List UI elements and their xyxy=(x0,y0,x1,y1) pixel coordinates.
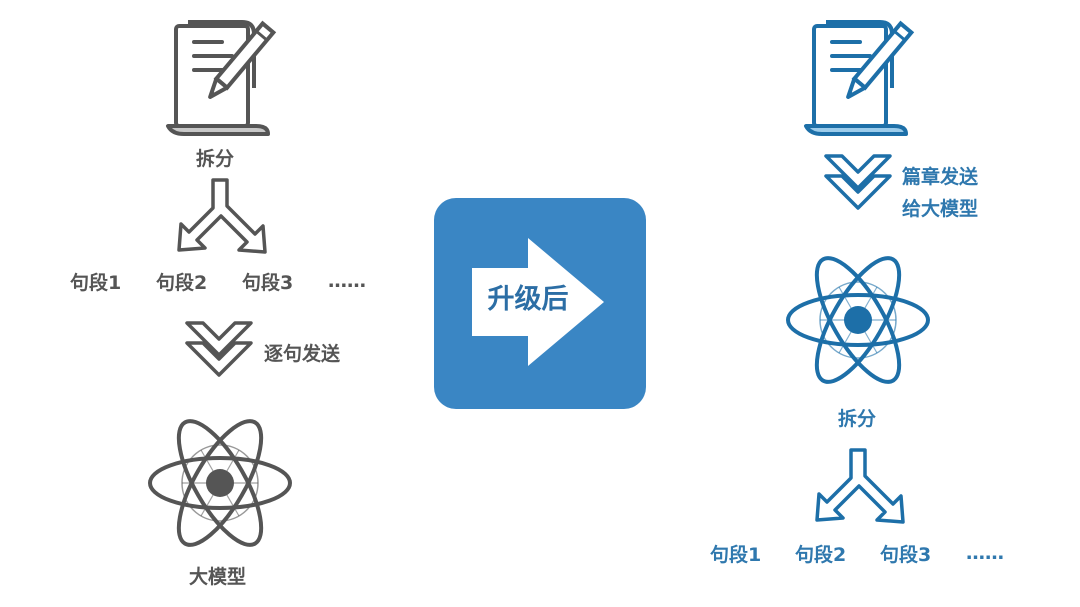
left-model-label: 大模型 xyxy=(189,566,247,588)
split-arrow-icon-left xyxy=(177,178,267,254)
double-chevron-icon-right xyxy=(824,154,892,210)
upgrade-arrow-box xyxy=(434,198,646,409)
left-segment-1: 句段1 xyxy=(70,272,122,294)
atom-model-icon-left xyxy=(148,407,292,559)
document-pencil-icon-right xyxy=(804,20,914,136)
split-arrow-icon-right xyxy=(815,448,905,524)
left-ellipsis: …… xyxy=(328,270,366,292)
double-chevron-icon-left xyxy=(185,321,253,377)
right-segment-2: 句段2 xyxy=(795,544,847,566)
left-segment-3: 句段3 xyxy=(242,272,294,294)
left-segment-2: 句段2 xyxy=(156,272,208,294)
right-segment-1: 句段1 xyxy=(710,544,762,566)
left-split-label: 拆分 xyxy=(196,148,235,170)
right-send-label-line2: 给大模型 xyxy=(902,198,979,220)
document-pencil-icon-left xyxy=(166,20,276,136)
right-ellipsis: …… xyxy=(966,542,1004,564)
right-segment-3: 句段3 xyxy=(880,544,932,566)
right-send-label-line1: 篇章发送 xyxy=(902,166,979,188)
left-send-label: 逐句发送 xyxy=(264,343,341,365)
right-split-label: 拆分 xyxy=(838,408,877,430)
upgrade-label: 升级后 xyxy=(487,284,569,315)
atom-model-icon-right xyxy=(786,244,930,396)
